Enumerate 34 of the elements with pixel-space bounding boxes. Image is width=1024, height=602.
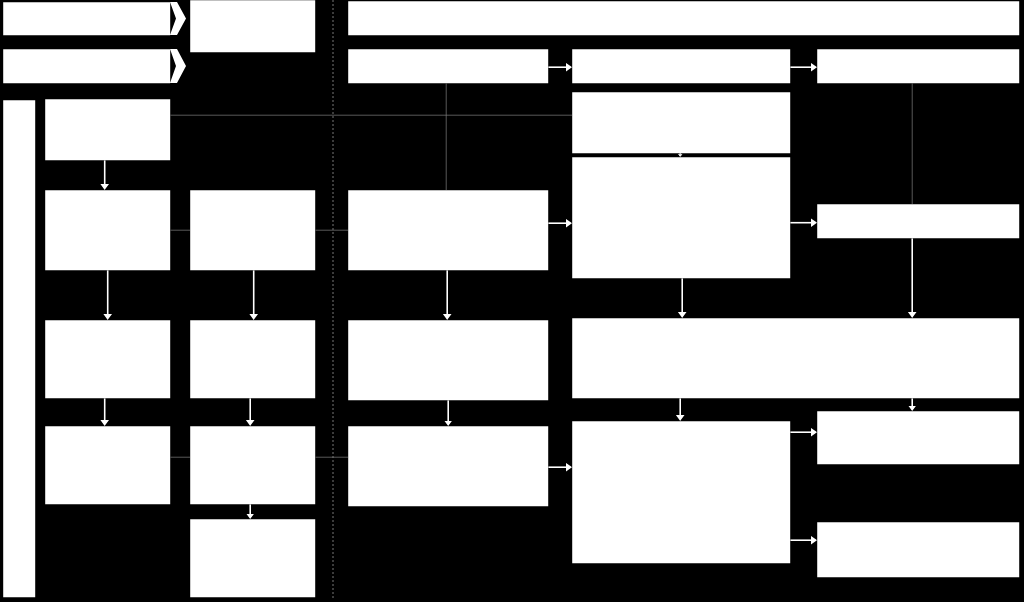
blank-box [572, 49, 791, 84]
connector-line [911, 83, 913, 205]
blank-box [348, 49, 549, 84]
blank-box [190, 519, 316, 598]
blank-box [45, 320, 171, 399]
chevron-box [3, 2, 186, 36]
connector-line [170, 456, 191, 458]
side-bar [3, 100, 36, 598]
blank-box [817, 411, 1020, 465]
blank-box [572, 318, 1020, 399]
blank-box [190, 190, 316, 271]
blank-box [45, 99, 171, 161]
blank-box [572, 421, 791, 564]
arrow [678, 152, 683, 157]
blank-box [348, 426, 549, 507]
blank-box [348, 190, 549, 271]
connector-line [315, 456, 349, 458]
blank-box [190, 426, 316, 505]
chevron-box [3, 49, 186, 84]
blank-box [572, 157, 791, 279]
connector-line [445, 83, 447, 191]
blank-box [190, 320, 316, 399]
blank-box [817, 522, 1020, 578]
blank-box [190, 0, 316, 53]
connector-line [170, 229, 191, 231]
blank-box [348, 320, 549, 401]
blank-box [817, 49, 1020, 84]
blank-box [817, 204, 1020, 239]
blank-box [45, 426, 171, 505]
blank-box [45, 190, 171, 271]
blank-box [348, 1, 1020, 36]
connector-line [170, 114, 573, 116]
blank-box [572, 92, 791, 154]
connector-line [315, 229, 349, 231]
